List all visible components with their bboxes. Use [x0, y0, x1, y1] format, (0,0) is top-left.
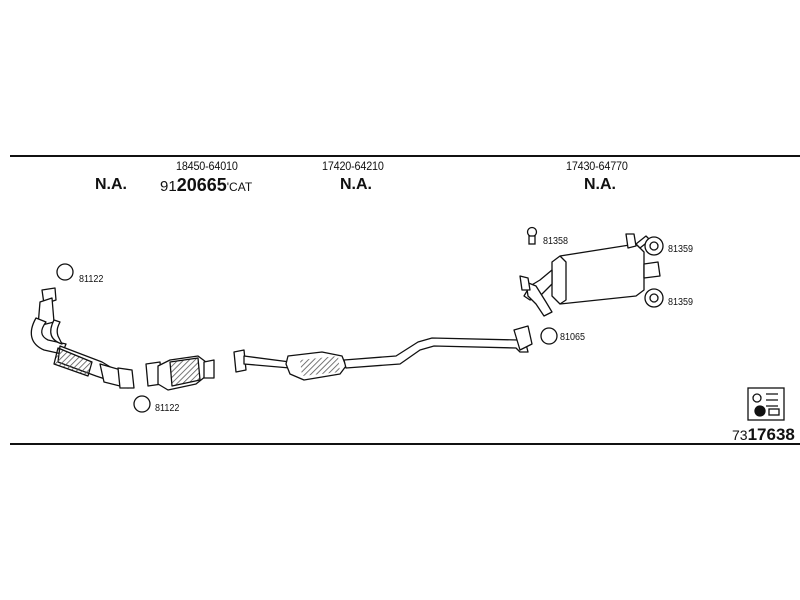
- catalyst-code-suffix: CAT: [229, 180, 253, 194]
- bottom-rule: [10, 443, 800, 445]
- callout-hanger-bottom: 81359: [668, 297, 694, 308]
- top-rule: [10, 155, 800, 157]
- center-pipe-status: N.A.: [340, 176, 372, 193]
- catalyst-part-number: 18450-64010: [176, 159, 238, 173]
- rear-muffler: [519, 233, 661, 317]
- catalyst-code-prefix: 91: [160, 178, 177, 195]
- catalyst-code-mark: ': [226, 180, 230, 194]
- rear-muffler-status: N.A.: [584, 176, 616, 193]
- gasket-ring-icon: [56, 263, 74, 281]
- callout-front-gasket: 81122: [79, 274, 104, 285]
- diagram-number-prefix: 73: [732, 427, 748, 443]
- diagram-number-main: 17638: [747, 425, 795, 444]
- center-pipe: [233, 325, 533, 381]
- gasket-ring-icon: [133, 395, 151, 413]
- callout-ring: 81065: [560, 332, 586, 343]
- callout-hanger-top: 81359: [668, 244, 694, 255]
- callout-rear-bolt: 81358: [543, 236, 569, 247]
- hanger-rubber-icon: [644, 288, 664, 308]
- callout-cat-gasket: 81122: [155, 403, 180, 414]
- front-pipe: [30, 287, 135, 389]
- catalyst-code: 9120665'CAT: [160, 175, 252, 196]
- diagram-number: 7317638: [732, 425, 795, 445]
- bolt-icon: [526, 226, 538, 245]
- rear-muffler-part-number: 17430-64770: [566, 159, 628, 173]
- catalytic-converter: [145, 355, 215, 391]
- center-pipe-part-number: 17420-64210: [322, 159, 384, 173]
- hanger-rubber-icon: [644, 236, 664, 256]
- gasket-ring-icon: [540, 327, 558, 345]
- front-pipe-status: N.A.: [95, 176, 127, 193]
- catalyst-code-number: 20665: [176, 175, 227, 195]
- mounting-kit-icon: [747, 387, 785, 421]
